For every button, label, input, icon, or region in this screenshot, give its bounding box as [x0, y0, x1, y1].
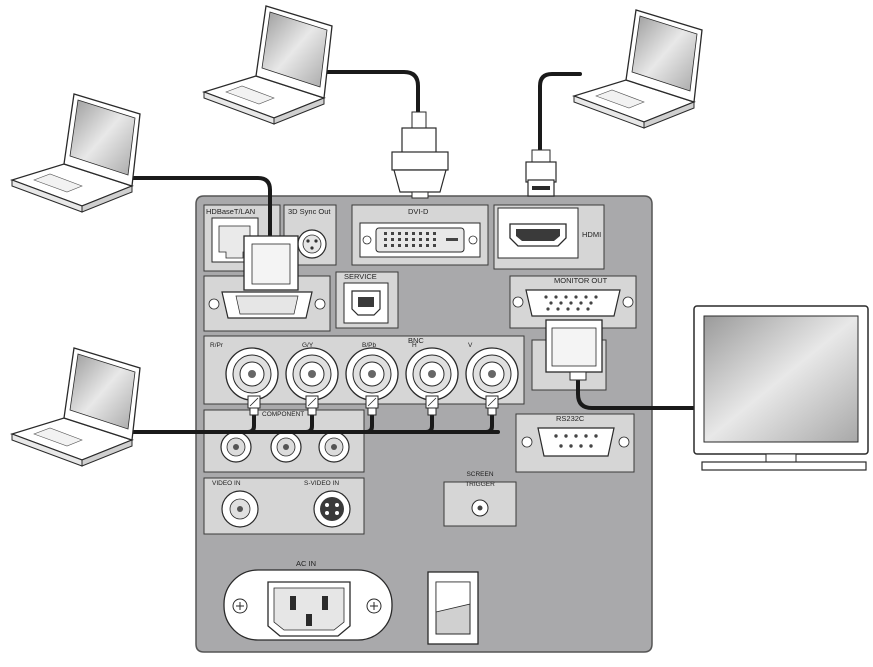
sync-out-label: 3D Sync Out: [288, 207, 331, 216]
cables: [116, 70, 696, 434]
dvi-plug: [391, 111, 449, 199]
bnc-g-connector: [285, 347, 339, 401]
screen-trigger-label-1: SCREEN: [466, 471, 493, 478]
dvi-d-port: DVI-D: [351, 204, 489, 266]
screen-trigger-label-2: TRIGGER: [465, 481, 495, 488]
power-switch: [427, 571, 479, 645]
external-monitor: [693, 305, 869, 471]
bnc-v-connector: [465, 347, 519, 401]
vga-in-port: [203, 275, 331, 332]
hdmi-label: HDMI: [582, 230, 601, 239]
rj45-plug: [243, 235, 299, 291]
component-port-group: COMPONENT: [203, 409, 365, 473]
hdbaset-label: HDBaseT/LAN: [206, 207, 255, 216]
dvi-d-label: DVI-D: [408, 207, 429, 216]
laptop-left-upper: [11, 93, 141, 213]
monitor-out-label: MONITOR OUT: [554, 276, 608, 285]
bnc-r-label: R/Pr: [210, 342, 224, 349]
bnc-r-connector: [225, 347, 279, 401]
hdmi-plug: [525, 149, 557, 197]
component-y-connector: [220, 431, 252, 463]
bnc-h-label: H: [412, 342, 417, 349]
laptop-top-right: [573, 9, 703, 129]
video-in-port: VIDEO IN S-VIDEO IN: [203, 477, 365, 535]
bnc-v-label: V: [468, 342, 473, 349]
component-pb-connector: [270, 431, 302, 463]
service-port: SERVICE: [335, 271, 399, 329]
sync-out-port: 3D Sync Out: [283, 204, 337, 266]
video-in-label: VIDEO IN: [212, 480, 241, 487]
screen-trigger-port: SCREEN TRIGGER: [443, 471, 517, 527]
ac-in-port: AC IN: [223, 559, 393, 641]
bnc-b-label: B/Pb: [362, 342, 376, 349]
bnc-group-label: BNC: [408, 336, 424, 345]
bnc-h-connector: [405, 347, 459, 401]
bnc-b-connector: [345, 347, 399, 401]
vga-plug: [545, 319, 603, 381]
monitor-out-port: MONITOR OUT: [509, 275, 637, 329]
rs232c-port: RS232C: [515, 413, 635, 473]
service-label: SERVICE: [344, 272, 377, 281]
laptop-left-lower: [11, 347, 141, 467]
rs232c-label: RS232C: [556, 414, 585, 423]
hdmi-port: HDMI: [493, 204, 605, 270]
component-label: COMPONENT: [262, 411, 304, 418]
svideo-in-label: S-VIDEO IN: [304, 480, 339, 487]
component-pr-connector: [318, 431, 350, 463]
laptop-top-left: [203, 5, 333, 125]
bnc-g-label: G/Y: [302, 342, 314, 349]
ac-in-label: AC IN: [296, 559, 316, 568]
bnc-port-group: BNC R/Pr G/Y B/Pb H V: [203, 335, 525, 405]
